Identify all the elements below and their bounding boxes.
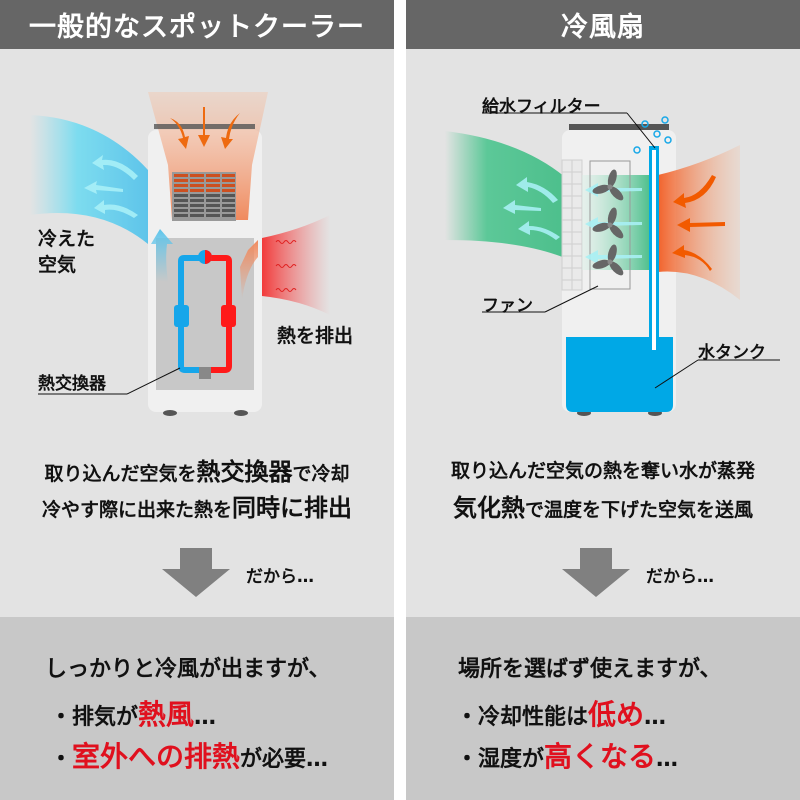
refrigerant-loop [174,250,236,379]
down-arrow-icon [162,548,230,597]
therefore-row: だから… [0,545,394,605]
spot-cooler-description-line-2: 冷やす際に出来た熱を同時に排出 [41,494,352,522]
exhaust-heat-label: 熱を排出 [277,325,354,347]
heat-intake-arrows [170,107,240,149]
spot-cooler-description-line-1: 取り込んだ空気を熱交換器で冷却 [44,458,350,486]
down-arrow-icon [562,548,630,597]
cooling-fan-title: 冷風扇 [406,0,800,49]
conclusion-bullet-low-cooling: ・冷却性能は低め… [456,698,667,731]
cooling-fan-panel: 冷風扇 [406,0,800,800]
spot-cooler-title: 一般的なスポットクーラー [0,0,394,49]
fan-propellers [592,169,624,276]
cooling-fan-description-line-1: 取り込んだ空気の熱を奪い水が蒸発 [450,460,755,482]
conclusion-line-1: しっかりと冷風が出ますが、 [45,657,331,682]
exhaust-grille [172,172,236,221]
cooling-fan-illustration: 給水フィルター ファン 水タンク [406,49,800,429]
conclusion-line-1: 場所を選ばず使えますが、 [458,657,722,682]
cooling-fan-conclusion: 場所を選ばず使えますが、 ・冷却性能は低め… ・湿度が高くなる… [406,617,800,800]
cooling-fan-diagram [445,112,780,416]
water-filter-label: 給水フィルター [482,97,601,117]
conclusion-bullet-outdoor-exhaust: ・室外への排熱が必要… [50,740,329,773]
spot-cooler-conclusion: しっかりと冷風が出ますが、 ・排気が熱風… ・室外への排熱が必要… [0,617,394,800]
hot-air-flow [262,215,330,315]
therefore-label: だから… [646,567,714,587]
cold-air-label: 冷えた 空気 [38,228,96,276]
water-bubbles [633,116,672,154]
warm-air-flow [658,145,740,300]
conclusion-bullet-hot-exhaust: ・排気が熱風… [50,698,217,731]
water-tank [566,337,673,412]
conclusion-bullet-high-humidity: ・湿度が高くなる… [456,740,679,773]
cold-air-flow [30,115,148,244]
spot-cooler-diagram [30,92,330,416]
cool-air-flow [445,131,565,258]
fan-label: ファン [482,296,533,316]
filter-grid [561,159,583,291]
warm-air-arrows [672,175,725,271]
therefore-row: だから… [406,545,800,605]
spot-cooler-panel: 一般的なスポットクーラー [0,0,394,800]
cooling-fan-description-line-2: 気化熱で温度を下げた空気を送風 [452,494,753,522]
spot-cooler-illustration: 冷えた 空気 熱を排出 熱交換器 [0,49,394,429]
heat-exchanger-label: 熱交換器 [38,374,106,394]
water-tank-label: 水タンク [698,343,766,363]
therefore-label: だから… [246,567,314,587]
